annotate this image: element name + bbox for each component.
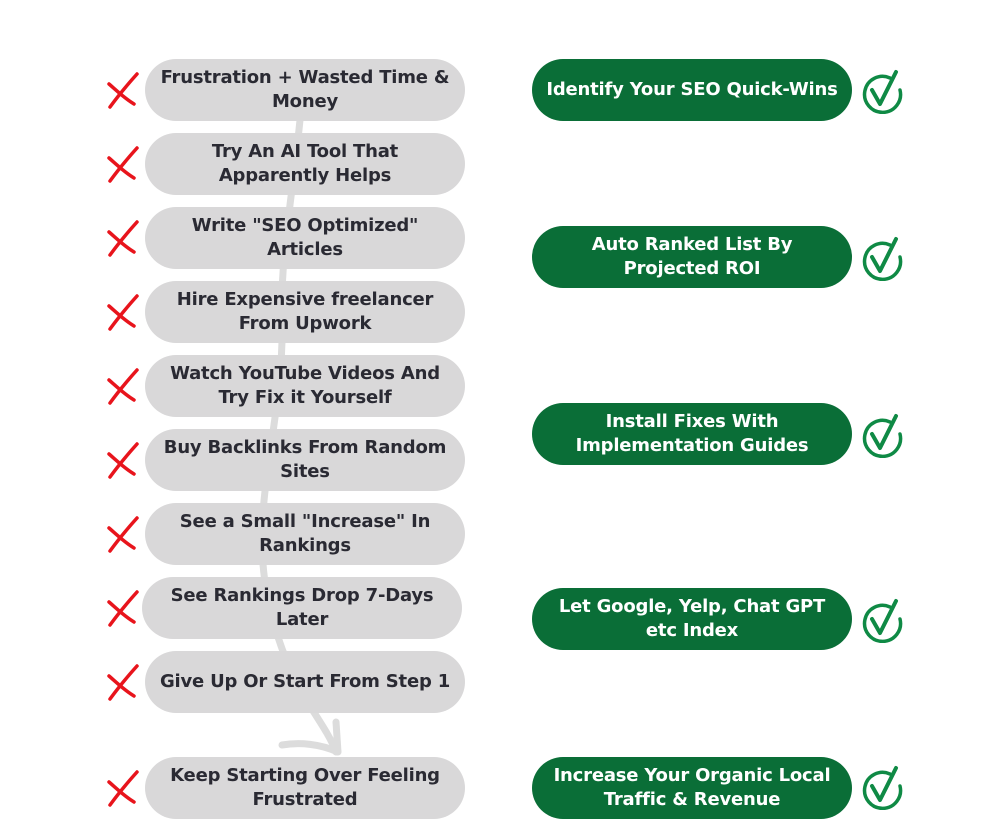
bad-step-7: See a Small "Increase" In Rankings (145, 503, 465, 565)
bad-step-label: Write "SEO Optimized" Articles (191, 215, 419, 260)
good-step-5: Increase Your Organic Local Traffic & Re… (532, 757, 852, 819)
bad-step-label: Watch YouTube Videos And Try Fix it Your… (170, 363, 440, 408)
x-mark-icon (107, 770, 139, 807)
x-mark-icon (107, 220, 139, 257)
bad-step-1: Frustration + Wasted Time & Money (145, 59, 465, 121)
good-step-4: Let Google, Yelp, Chat GPT etc Index (532, 588, 852, 650)
check-circle-icon (862, 237, 903, 281)
x-mark-icon (107, 664, 139, 701)
bad-step-10: Keep Starting Over Feeling Frustrated (145, 757, 465, 819)
good-step-label: Increase Your Organic Local Traffic & Re… (553, 765, 831, 810)
bad-step-label: Give Up Or Start From Step 1 (159, 671, 451, 692)
good-step-2: Auto Ranked List By Projected ROI (532, 226, 852, 288)
good-step-1: Identify Your SEO Quick-Wins (532, 59, 852, 121)
x-mark-icon (107, 72, 139, 109)
check-circle-icon (862, 599, 903, 643)
bad-step-label: Frustration + Wasted Time & Money (160, 67, 450, 112)
check-circle-icon (862, 766, 903, 810)
x-mark-icon (107, 368, 139, 405)
check-circle-icon (862, 414, 903, 458)
bad-step-3: Write "SEO Optimized" Articles (145, 207, 465, 269)
check-circle-icon (862, 70, 903, 114)
bad-step-6: Buy Backlinks From Random Sites (145, 429, 465, 491)
bad-step-label: See Rankings Drop 7-Days Later (170, 585, 434, 630)
x-mark-icon (107, 516, 139, 553)
x-mark-icon (107, 294, 139, 331)
good-step-label: Auto Ranked List By Projected ROI (591, 234, 793, 279)
bad-step-label: See a Small "Increase" In Rankings (179, 511, 431, 556)
x-mark-icon (107, 442, 139, 479)
good-step-label: Install Fixes With Implementation Guides (575, 411, 809, 456)
bad-step-label: Try An AI Tool That Apparently Helps (211, 141, 399, 186)
good-step-3: Install Fixes With Implementation Guides (532, 403, 852, 465)
bad-step-label: Hire Expensive freelancer From Upwork (176, 289, 434, 334)
bad-step-label: Keep Starting Over Feeling Frustrated (170, 765, 440, 810)
bad-step-2: Try An AI Tool That Apparently Helps (145, 133, 465, 195)
x-mark-icon (107, 590, 139, 627)
bad-step-5: Watch YouTube Videos And Try Fix it Your… (145, 355, 465, 417)
bad-step-4: Hire Expensive freelancer From Upwork (145, 281, 465, 343)
bad-step-9: Give Up Or Start From Step 1 (145, 651, 465, 713)
good-step-label: Let Google, Yelp, Chat GPT etc Index (558, 596, 826, 641)
bad-step-8: See Rankings Drop 7-Days Later (142, 577, 462, 639)
good-step-label: Identify Your SEO Quick-Wins (546, 79, 838, 100)
bad-step-label: Buy Backlinks From Random Sites (163, 437, 447, 482)
x-mark-icon (107, 146, 139, 183)
